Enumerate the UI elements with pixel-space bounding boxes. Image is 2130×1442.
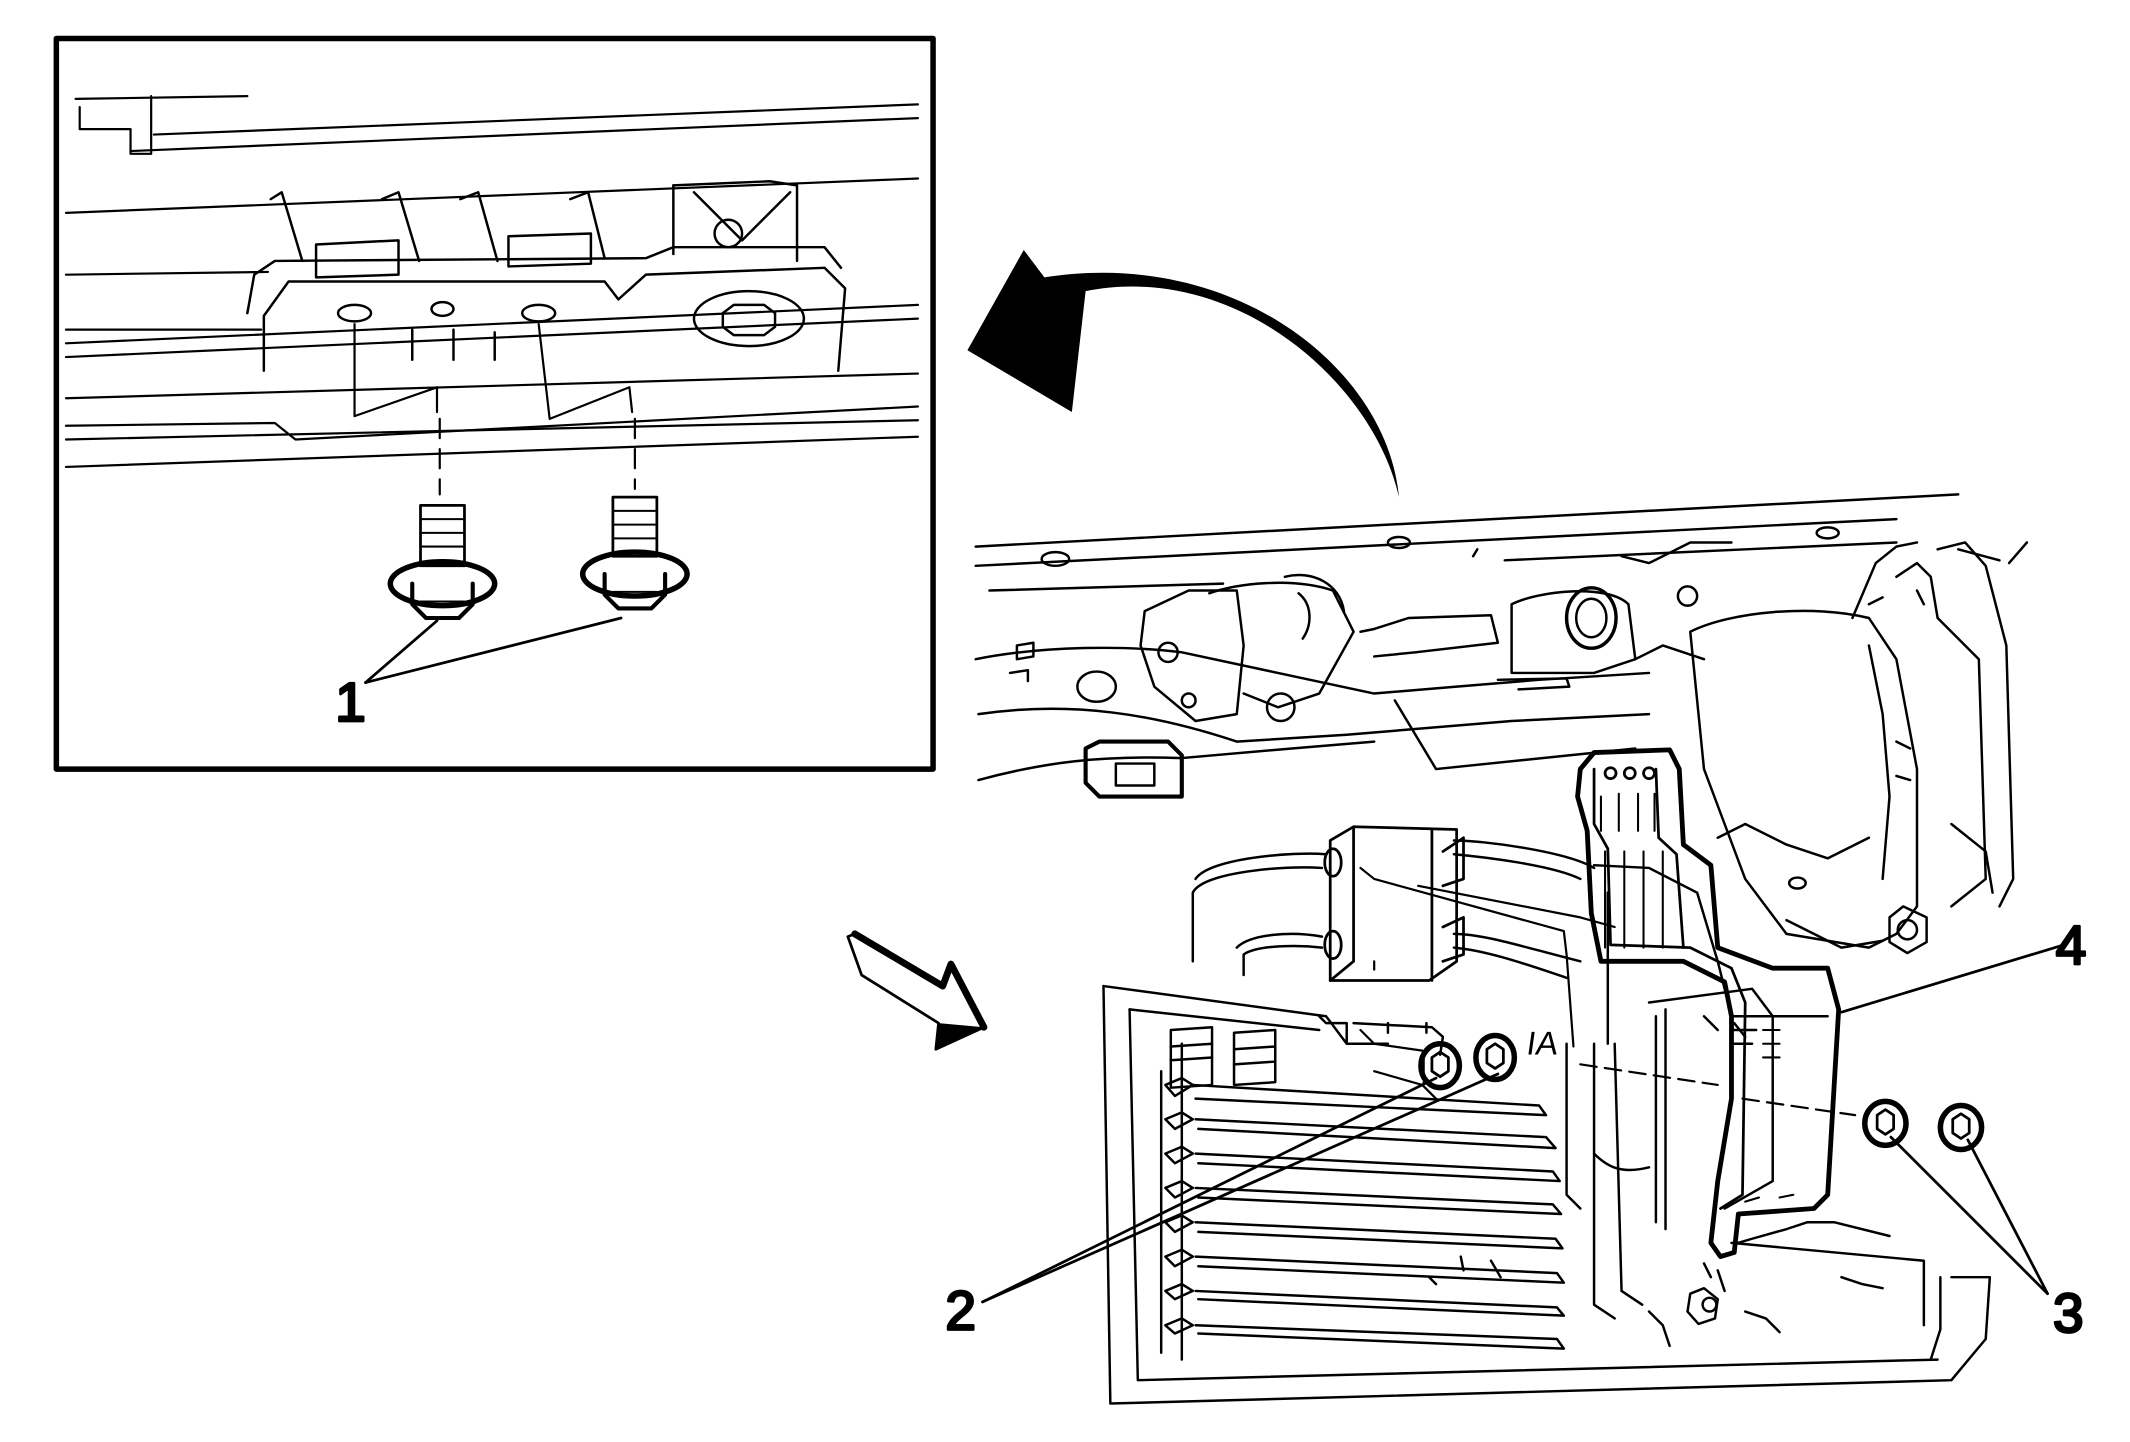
hood-latch-area: [974, 541, 1733, 799]
forward-direction-arrow-icon: [846, 930, 988, 1051]
cooler-fitting-block: [1323, 825, 1465, 982]
svg-text:IA: IA: [1524, 1026, 1561, 1063]
fan-shroud: [1689, 541, 2029, 955]
bolt-2-right: [1473, 1032, 1518, 1083]
upper-tie-bar: [974, 493, 1960, 592]
cooler-lines: [1191, 839, 1651, 1320]
callout-1-leaders: [364, 616, 623, 684]
oil-cooler-assembly: [1102, 984, 1992, 1405]
callout-label-2: 2: [945, 1279, 976, 1341]
callout-label-4: 4: [2056, 914, 2087, 976]
radiator-bracket: IA: [1524, 863, 1829, 1231]
bracket-4: [1575, 747, 1842, 1260]
callout-label-1: 1: [335, 671, 366, 733]
bolt-1-left: [387, 504, 498, 621]
callout-leaders: [981, 943, 2066, 1304]
main-view: IA: [974, 493, 2066, 1405]
bolt-3-right: [1937, 1102, 1985, 1153]
callout-label-3: 3: [2053, 1282, 2084, 1344]
inset-bolt-alignment-lines: [353, 323, 636, 496]
inset-frame: [53, 35, 936, 772]
bolt-2-left: [1418, 1040, 1463, 1091]
bolt-3-left: [1862, 1098, 1909, 1149]
bolt-1-right: [579, 495, 690, 611]
detail-inset: [53, 35, 936, 772]
curved-arrow-icon: [967, 249, 1399, 498]
inset-bracket: [246, 180, 847, 373]
